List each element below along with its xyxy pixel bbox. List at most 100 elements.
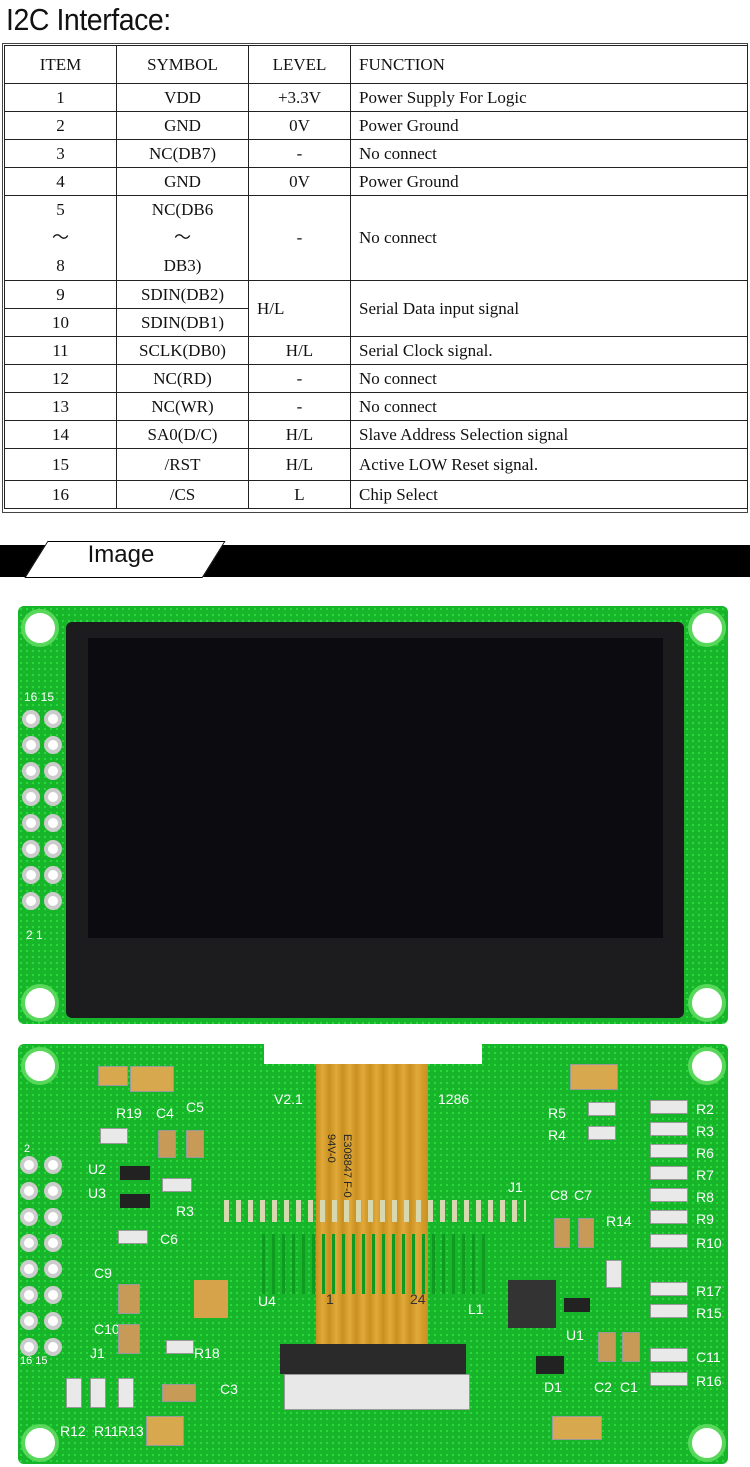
cell-symbol: SCLK(DB0) <box>116 336 249 365</box>
cell-symbol-range: NC(DB6 ～ DB3) <box>116 195 249 281</box>
silk-r7: R7 <box>696 1167 714 1183</box>
cell-symbol: SDIN(DB1) <box>116 308 249 337</box>
table-row: 11 SCLK(DB0) H/L Serial Clock signal. <box>4 336 748 365</box>
smd-part <box>158 1130 176 1158</box>
cell-symbol: /CS <box>116 480 249 509</box>
silk-r2: R2 <box>696 1101 714 1117</box>
cell-function: Serial Data input signal <box>350 280 748 337</box>
silk-r12: R12 <box>60 1423 86 1439</box>
pin-pad <box>44 840 62 858</box>
pin-pad <box>22 892 40 910</box>
cell-symbol: SDIN(DB2) <box>116 280 249 309</box>
cell-item: 4 <box>4 167 117 196</box>
cell-level: H/L <box>248 336 351 365</box>
silk-j1b: J1 <box>508 1179 523 1195</box>
item-range-end: 8 <box>56 256 65 275</box>
smd-part <box>146 1416 184 1446</box>
silk-r3b: R3 <box>696 1123 714 1139</box>
table-row: 12 NC(RD) - No connect <box>4 364 748 393</box>
silk-r15: R15 <box>696 1305 722 1321</box>
cell-function: Chip Select <box>350 480 748 509</box>
cell-function: Serial Clock signal. <box>350 336 748 365</box>
symbol-range-end: DB3) <box>163 256 202 275</box>
cell-symbol: GND <box>116 167 249 196</box>
silk-r3: R3 <box>176 1203 194 1219</box>
pin-pad <box>44 1234 62 1252</box>
cell-symbol: NC(DB7) <box>116 139 249 168</box>
mount-hole <box>21 1424 59 1462</box>
silk-pin1: 1 <box>326 1291 334 1307</box>
pin-pad <box>44 1260 62 1278</box>
smd-part <box>118 1378 134 1408</box>
cell-item: 11 <box>4 336 117 365</box>
pin-pad <box>44 762 62 780</box>
silk-v21: V2.1 <box>274 1091 303 1107</box>
cell-symbol: NC(RD) <box>116 364 249 393</box>
silk-u2: U2 <box>88 1161 106 1177</box>
cell-function: No connect <box>350 392 748 421</box>
cell-symbol: /RST <box>116 448 249 481</box>
cell-item: 16 <box>4 480 117 509</box>
silk-cable-text2: 94V-0 <box>325 1134 337 1163</box>
cell-item: 3 <box>4 139 117 168</box>
pin-pad <box>22 736 40 754</box>
smd-part <box>166 1340 194 1354</box>
smd-part <box>622 1332 640 1362</box>
pin-pad <box>22 866 40 884</box>
mount-hole <box>21 1047 59 1085</box>
pin-pad <box>44 710 62 728</box>
trace-bus <box>262 1234 488 1294</box>
silk-pin2: 2 <box>24 1143 31 1155</box>
cell-symbol: GND <box>116 111 249 140</box>
cell-function: Active LOW Reset signal. <box>350 448 748 481</box>
mount-hole <box>21 609 59 647</box>
silk-j1: J1 <box>90 1345 105 1361</box>
cell-level: H/L <box>248 448 351 481</box>
smd-part <box>650 1304 688 1318</box>
cell-item: 10 <box>4 308 117 337</box>
fpc-connector-body <box>284 1374 470 1410</box>
cell-function: No connect <box>350 195 748 281</box>
table-header-row: ITEM SYMBOL LEVEL FUNCTION <box>4 45 748 84</box>
pin-pad <box>20 1260 38 1278</box>
table-row: 9 SDIN(DB2) H/L Serial Data input signal <box>4 280 748 337</box>
silk-c4: C4 <box>156 1105 174 1121</box>
pin-pad <box>20 1182 38 1200</box>
display-screen <box>88 638 663 938</box>
table-row: 15 /RST H/L Active LOW Reset signal. <box>4 448 748 481</box>
smd-part <box>598 1332 616 1362</box>
silk-r10: R10 <box>696 1235 722 1251</box>
smd-part <box>650 1100 688 1114</box>
silk-pin16: 16 15 <box>20 1355 48 1367</box>
board-notch <box>264 1044 482 1064</box>
page-title: I2C Interface: <box>6 2 171 37</box>
cell-level: - <box>248 392 351 421</box>
silk-pin24: 24 <box>410 1291 426 1307</box>
silk-c11: C11 <box>696 1349 721 1365</box>
silk-c9: C9 <box>94 1265 112 1281</box>
table-row: 1 VDD +3.3V Power Supply For Logic <box>4 83 748 112</box>
cell-item: 15 <box>4 448 117 481</box>
symbol-range-start: NC(DB6 <box>151 200 214 219</box>
fpc-connector <box>280 1344 466 1374</box>
silk-r13: R13 <box>118 1423 144 1439</box>
smd-part <box>552 1416 602 1440</box>
cell-level: H/L <box>248 280 351 337</box>
silk-r19: R19 <box>116 1105 142 1121</box>
silk-r6: R6 <box>696 1145 714 1161</box>
trace-pads <box>224 1200 526 1222</box>
silk-c6: C6 <box>160 1231 178 1247</box>
silk-c7: C7 <box>574 1187 592 1203</box>
silk-cable-text: E308847 F-0 <box>341 1134 353 1198</box>
cell-item: 9 <box>4 280 117 309</box>
chip-u2 <box>120 1166 150 1180</box>
smd-part <box>162 1384 196 1402</box>
pcb-back: E308847 F-0 94V-0 V2.1 1286 1 24 J1 U4 R… <box>18 1044 728 1464</box>
table-row: 5 ～ 8 NC(DB6 ～ DB3) - No connect <box>4 195 748 281</box>
pin-pad <box>44 866 62 884</box>
table-row: 2 GND 0V Power Ground <box>4 111 748 140</box>
pin-pad <box>44 1208 62 1226</box>
silk-u4: U4 <box>258 1293 276 1309</box>
smd-part <box>650 1234 688 1248</box>
smd-part <box>650 1372 688 1386</box>
